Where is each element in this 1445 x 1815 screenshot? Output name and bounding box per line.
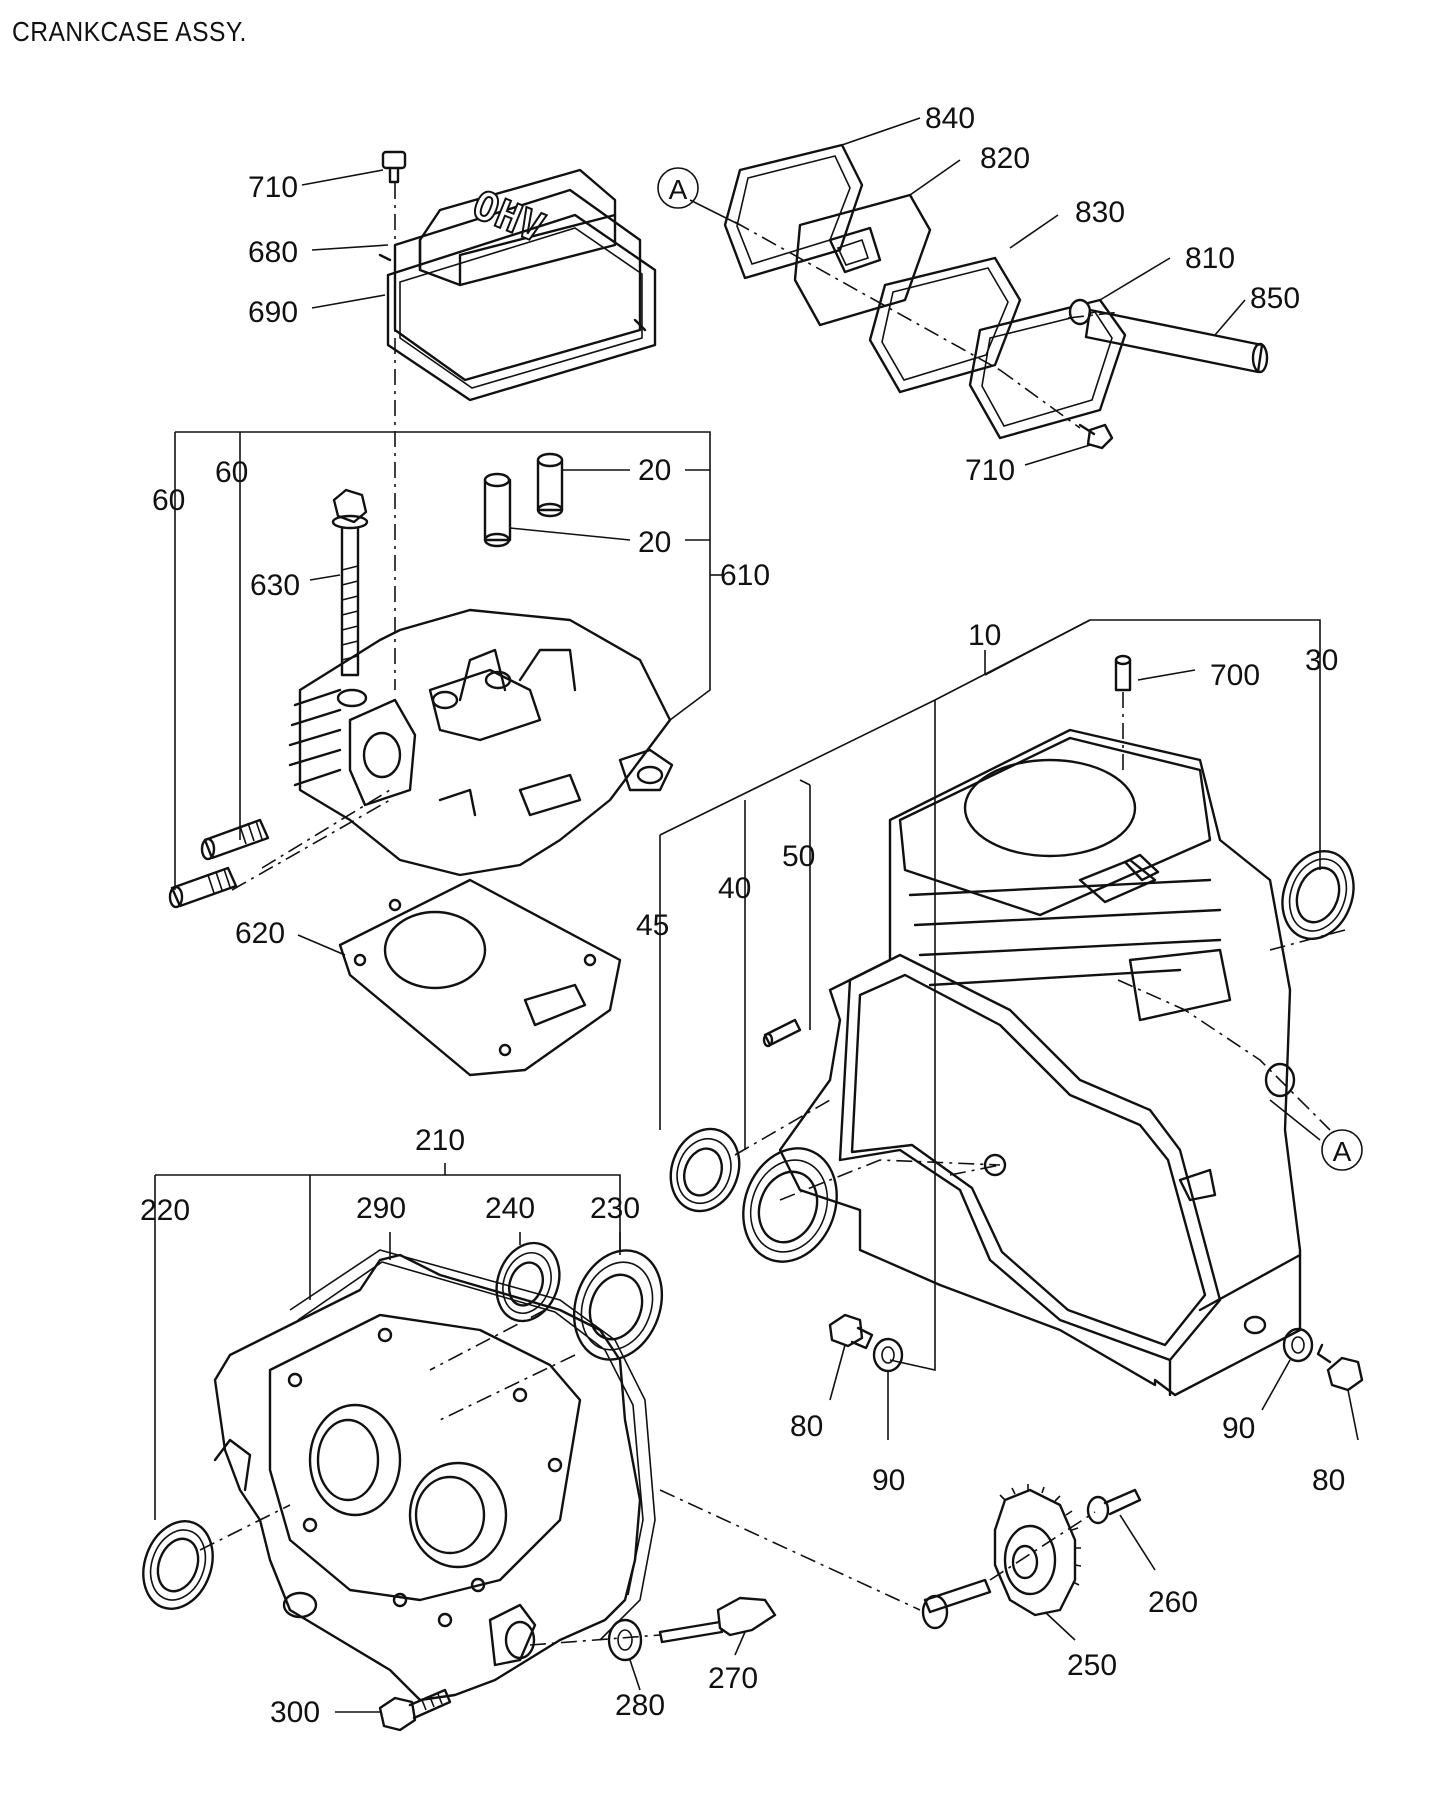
bearing-230 (572, 1249, 664, 1361)
cover-bolt-300 (378, 1688, 452, 1732)
washer-left (872, 1337, 904, 1373)
ohv-marking: OHV (466, 182, 550, 252)
dowel-pin-700 (1114, 654, 1132, 692)
cylinder-head (288, 608, 674, 877)
label-40: 40 (718, 872, 751, 905)
label-620: 620 (235, 917, 285, 950)
label-710b: 710 (965, 454, 1015, 487)
dowel-pin-50 (762, 1018, 802, 1048)
label-90a: 90 (872, 1464, 905, 1497)
label-50: 50 (782, 840, 815, 873)
label-250: 250 (1067, 1649, 1117, 1682)
leader-lines (154, 117, 1359, 1713)
breather-plate-820 (793, 193, 932, 327)
label-850: 850 (1250, 282, 1300, 315)
crankcase (778, 728, 1302, 1397)
governor-seal-280 (607, 1618, 643, 1662)
oil-seal-220 (142, 1520, 214, 1610)
breather-gasket-840 (723, 143, 864, 280)
breather-gasket-830 (868, 256, 1022, 394)
drain-plug-left (828, 1313, 874, 1350)
label-840: 840 (925, 102, 975, 135)
oil-seal-30 (1281, 849, 1355, 941)
label-280: 280 (615, 1689, 665, 1722)
head-bolt (331, 488, 369, 677)
ref-marker-a-bottom: A (1321, 1129, 1363, 1171)
governor-gear-250 (993, 1484, 1082, 1617)
label-80b: 80 (1312, 1464, 1345, 1497)
valve-guide-right (536, 452, 564, 518)
governor-shaft-270 (658, 1596, 777, 1644)
svg-text:A: A (669, 174, 688, 205)
washer-right (1282, 1327, 1314, 1363)
label-20b: 20 (638, 526, 671, 559)
label-700: 700 (1210, 659, 1260, 692)
label-230: 230 (590, 1192, 640, 1225)
bearing-cover (213, 1253, 642, 1702)
label-290: 290 (356, 1192, 406, 1225)
stud-lower (168, 866, 238, 909)
label-10: 10 (968, 619, 1001, 652)
label-300: 300 (270, 1696, 320, 1729)
label-680: 680 (248, 236, 298, 269)
label-30: 30 (1305, 644, 1338, 677)
washer-260 (1086, 1488, 1142, 1525)
bearing-45 (669, 1127, 741, 1213)
label-90b: 90 (1222, 1412, 1255, 1445)
label-210: 210 (415, 1124, 465, 1157)
svg-text:A: A (1333, 1136, 1352, 1167)
drain-plug-right (1316, 1343, 1364, 1392)
breather-cover-810 (968, 298, 1127, 440)
label-80a: 80 (790, 1410, 823, 1443)
label-60b: 60 (215, 456, 248, 489)
label-610: 610 (720, 559, 770, 592)
bearing-40 (742, 1147, 838, 1263)
label-630: 630 (250, 569, 300, 602)
breather-tube-850 (1084, 308, 1269, 374)
label-820: 820 (980, 142, 1030, 175)
label-690: 690 (248, 296, 298, 329)
cover-bolt (381, 150, 407, 184)
part-number-labels: 10 20 20 30 40 45 50 60 60 80 80 90 90 2… (140, 102, 1345, 1729)
ref-marker-a-top: A (657, 167, 699, 209)
head-gasket (338, 878, 622, 1077)
label-240: 240 (485, 1192, 535, 1225)
label-270: 270 (708, 1662, 758, 1695)
label-220: 220 (140, 1194, 190, 1227)
label-45: 45 (636, 909, 669, 942)
valve-guide-left (483, 472, 512, 548)
bearing-240 (495, 1241, 561, 1323)
stud-upper (200, 818, 270, 861)
label-260: 260 (1148, 1586, 1198, 1619)
label-20a: 20 (638, 454, 671, 487)
governor-gear-shaft (921, 1578, 992, 1630)
diagram-title: CRANKCASE ASSY. (12, 16, 247, 47)
label-810: 810 (1185, 242, 1235, 275)
rocker-cover-gasket (386, 213, 657, 402)
label-60a: 60 (152, 484, 185, 517)
label-710a: 710 (248, 171, 298, 204)
center-lines (199, 183, 1346, 1646)
breather-bolt (1078, 423, 1114, 450)
label-830: 830 (1075, 196, 1125, 229)
